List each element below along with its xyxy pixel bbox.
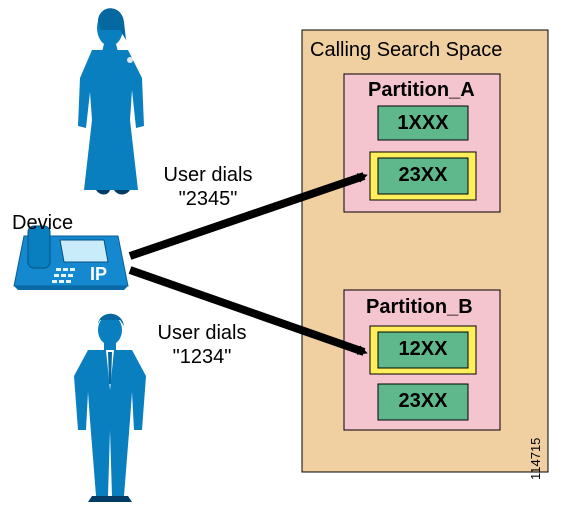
partition-a-title: Partition_A [368, 79, 475, 101]
calling-search-space-title: Calling Search Space [310, 39, 503, 61]
pattern-1xxx-label: 1XXX [397, 112, 449, 134]
man-user-icon [74, 313, 146, 502]
woman-user-icon [78, 8, 144, 195]
user-dials-label-1: User dials [163, 164, 253, 186]
pattern-23xx-a-label: 23XX [398, 164, 448, 186]
user-dials-number-1: "2345" [178, 188, 238, 210]
pattern-23xx-b-label: 23XX [398, 390, 448, 412]
partition-b-title: Partition_B [366, 296, 473, 318]
user-dials-number-2: "1234" [172, 346, 232, 368]
device-label: Device [12, 212, 74, 234]
user-dials-label-2: User dials [157, 322, 247, 344]
figure-id: 114715 [528, 437, 543, 480]
ip-phone-icon [13, 225, 129, 290]
pattern-12xx-b-box [377, 331, 469, 369]
pattern-23xx-b-box [377, 383, 469, 421]
arrow-to-partition-b [128, 266, 368, 356]
arrow-to-partition-a [128, 172, 368, 260]
pattern-12xx-b-label: 12XX [398, 338, 448, 360]
pattern-1xxx-box [377, 105, 469, 141]
ip-badge: IP [90, 264, 108, 284]
pattern-23xx-a-box [377, 157, 469, 195]
